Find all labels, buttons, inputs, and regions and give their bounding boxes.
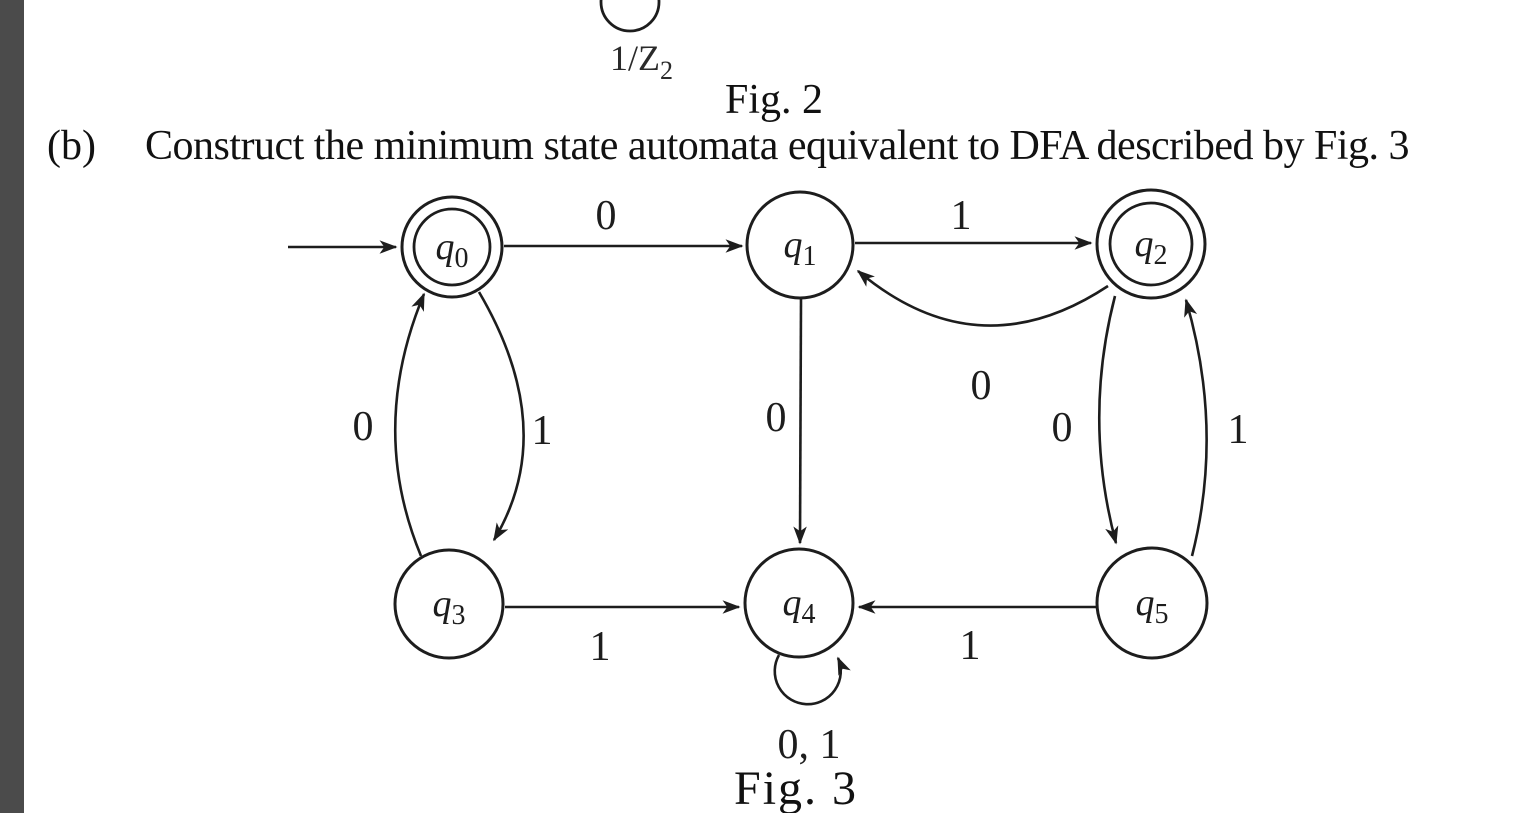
fig3-caption: Fig. 3: [734, 762, 859, 813]
fig2-edge-label-subscript: 2: [660, 56, 673, 85]
state-circle-q0: [400, 195, 504, 299]
transition-q3-q0: [393, 292, 426, 557]
state-q0: q0: [400, 195, 504, 299]
transition-q2-q1: [856, 270, 1109, 327]
fig3-state-diagram: q0 q1 q2 q3 q4 q5: [393, 188, 1209, 660]
state-q1: q1: [745, 190, 855, 300]
question-line: (b) Construct the minimum state automata …: [47, 123, 1410, 169]
state-label-q1: q1: [784, 224, 817, 272]
fig3-transitions: 0 1 0 0 1 0 1 1 0 1 0, 1: [288, 193, 1249, 768]
transition-label-q3-q0: 0: [353, 404, 374, 450]
question-item-label: (b): [47, 123, 96, 169]
state-circle-q3: [393, 548, 505, 660]
transition-label-q1-q4: 0: [766, 395, 787, 441]
scan-edge-bar: [0, 0, 24, 813]
state-circle-q5: [1095, 546, 1209, 660]
transition-label-q4-q4: 0, 1: [778, 722, 841, 768]
fig2-edge-label: 1/Z2: [610, 40, 673, 84]
transition-label-q5-q4: 1: [960, 623, 981, 669]
transition-label-q0-q1: 0: [596, 193, 617, 239]
transition-label-q0-q3: 1: [532, 408, 553, 454]
accepting-inner-circle-q0: [412, 207, 492, 287]
transition-label-q2-q5: 0: [1052, 405, 1073, 451]
state-label-q5: q5: [1136, 582, 1169, 630]
fig2-partial-loop: [599, 0, 661, 33]
transition-label-q5-q2: 1: [1228, 407, 1249, 453]
transition-q5-q2: [1184, 298, 1208, 557]
state-q2: q2: [1095, 188, 1207, 300]
state-q4: q4: [743, 547, 855, 659]
state-q5: q5: [1095, 546, 1209, 660]
accepting-inner-circle-q2: [1108, 201, 1194, 287]
state-q3: q3: [393, 548, 505, 660]
question-text: Construct the minimum state automata equ…: [144, 123, 1410, 169]
transition-q0-q3: [477, 291, 525, 542]
transition-label-q2-q1: 0: [971, 363, 992, 409]
state-label-q3: q3: [433, 583, 466, 631]
transition-label-q3-q4: 1: [590, 624, 611, 670]
transition-q4-q4: [773, 654, 851, 706]
fig2-edge-label-base: 1/Z: [610, 38, 660, 78]
transition-label-q1-q2: 1: [951, 193, 972, 239]
fig2-caption: Fig. 2: [725, 77, 824, 123]
state-circle-q2: [1095, 188, 1207, 300]
state-circle-q4: [743, 547, 855, 659]
transition-q1-q4: [793, 298, 807, 545]
state-circle-q1: [745, 190, 855, 300]
state-label-q2: q2: [1135, 223, 1168, 271]
state-label-q0: q0: [436, 226, 469, 274]
transition-q2-q5: [1097, 295, 1119, 545]
state-label-q4: q4: [783, 582, 816, 630]
